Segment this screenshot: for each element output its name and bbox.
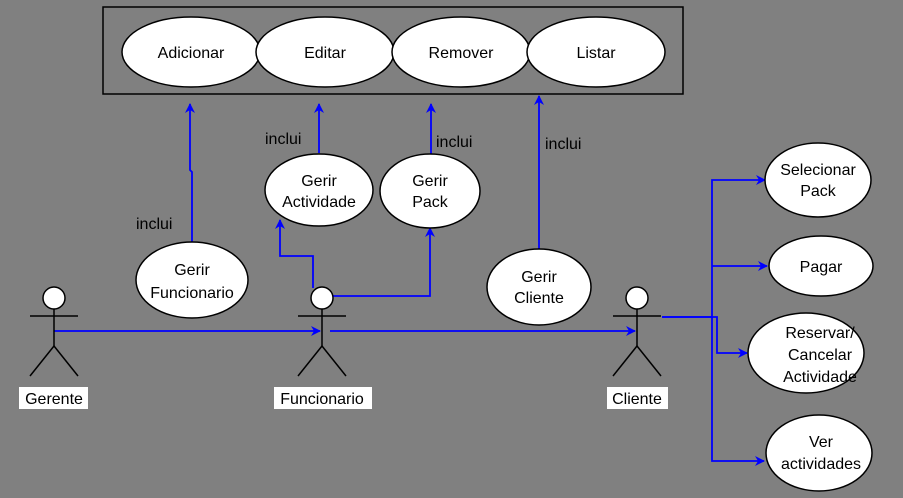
usecase-adicionar[interactable]: Adicionar — [121, 16, 261, 88]
selecionar-pack-line2: Pack — [800, 183, 837, 200]
inclui-label-actividade: inclui — [265, 131, 301, 148]
usecase-editar-label: Editar — [304, 45, 346, 62]
usecase-editar[interactable]: Editar — [255, 16, 395, 88]
gerir-actividade-line1: Gerir — [301, 173, 337, 190]
usecase-remover-label: Remover — [429, 45, 495, 62]
inclui-label-pack: inclui — [436, 134, 472, 151]
gerir-funcionario-line1: Gerir — [174, 262, 210, 279]
usecase-reservar-cancelar[interactable]: Reservar/ Cancelar Actividade — [747, 312, 865, 394]
actor-gerente-label-bg — [19, 387, 88, 409]
assoc-cliente-selecionar — [662, 175, 766, 318]
actor-gerente-head-icon — [42, 286, 66, 310]
gerir-cliente-line1: Gerir — [521, 269, 557, 286]
reservar-line1: Reservar/ — [785, 325, 855, 342]
assoc-funcionario-actividade — [275, 219, 314, 288]
usecase-adicionar-label: Adicionar — [158, 45, 225, 62]
include-arrow-funcionario — [185, 103, 195, 242]
actor-funcionario[interactable] — [297, 286, 347, 377]
ver-line2: actividades — [781, 456, 861, 473]
reservar-line3: Actividade — [783, 369, 857, 386]
actor-gerente-label: Gerente — [25, 391, 83, 408]
usecase-pagar[interactable]: Pagar — [768, 235, 874, 297]
actor-cliente-label: Cliente — [612, 391, 662, 408]
assoc-funcionario-pack — [333, 227, 435, 297]
usecase-gerir-cliente[interactable]: Gerir Cliente — [486, 248, 592, 326]
actor-funcionario-head-icon — [310, 286, 334, 310]
usecase-selecionar-pack[interactable]: Selecionar Pack — [764, 142, 872, 218]
selecionar-pack-line1: Selecionar — [780, 162, 856, 179]
usecase-gerir-funcionario[interactable]: Gerir Funcionario — [135, 241, 249, 319]
actor-cliente-label-bg — [607, 387, 668, 409]
gerir-cliente-line2: Cliente — [514, 290, 564, 307]
gerir-funcionario-line2: Funcionario — [150, 285, 234, 302]
usecase-gerir-pack[interactable]: Gerir Pack — [379, 153, 481, 229]
usecase-listar[interactable]: Listar — [526, 16, 666, 88]
inclui-label-cliente: inclui — [545, 136, 581, 153]
reservar-line2: Cancelar — [788, 347, 853, 364]
actor-gerente[interactable] — [29, 286, 79, 377]
gerir-pack-line1: Gerir — [412, 173, 448, 190]
connectors — [54, 95, 768, 466]
actor-cliente-head-icon — [625, 286, 649, 310]
assoc-cliente-ver — [711, 317, 765, 466]
actor-funcionario-label-bg — [274, 387, 372, 409]
actor-funcionario-label: Funcionario — [280, 391, 364, 408]
ver-line1: Ver — [809, 434, 834, 451]
usecase-listar-label: Listar — [576, 45, 616, 62]
pagar-label: Pagar — [800, 259, 843, 276]
crud-boundary — [102, 6, 684, 95]
gerir-pack-line2: Pack — [412, 194, 449, 211]
actor-cliente[interactable] — [612, 286, 662, 377]
usecase-ver-actividades[interactable]: Ver actividades — [765, 414, 873, 492]
gerir-actividade-line2: Actividade — [282, 194, 356, 211]
usecase-gerir-actividade[interactable]: Gerir Actividade — [264, 153, 374, 227]
usecase-remover[interactable]: Remover — [391, 16, 531, 88]
inclui-label-funcionario: inclui — [136, 216, 172, 233]
assoc-cliente-reservar — [662, 316, 748, 358]
